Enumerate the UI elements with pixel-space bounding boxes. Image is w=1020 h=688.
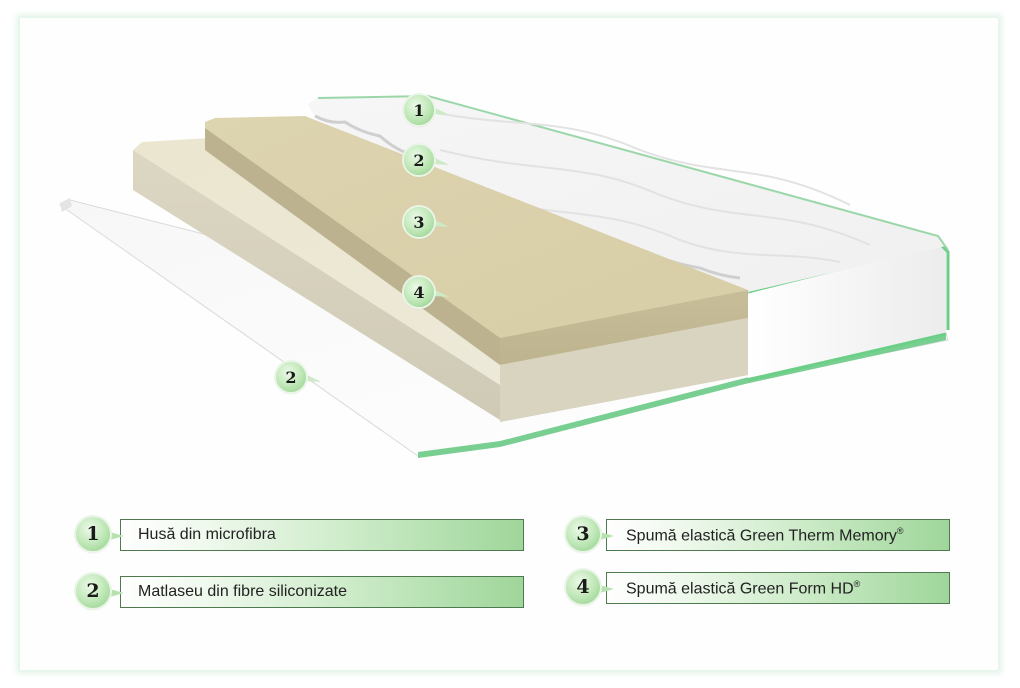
legend-bar [606, 519, 950, 551]
registered-mark: ® [896, 526, 904, 536]
legend-label: Matlaseu din fibre siliconizate [138, 583, 347, 600]
callout-badge: 3 [404, 207, 434, 237]
legend-badge: 2 [76, 574, 110, 608]
legend-item-3: 3 Spumă elastică Green Therm Memory® [566, 517, 950, 553]
legend-bar [120, 519, 524, 551]
mattress-cover-top [308, 94, 949, 292]
legend-item-2: 2 Matlaseu din fibre siliconizate [76, 574, 524, 610]
legend-label: Husă din microfibra [138, 526, 276, 543]
legend-label: Spumă elastică Green Therm Memory® [626, 526, 904, 545]
memory-foam-layer [205, 116, 748, 365]
legend-bar [120, 576, 524, 608]
registered-mark: ® [853, 579, 861, 589]
legend-badge: 4 [566, 570, 600, 604]
legend-item-1: 1 Husă din microfibra [76, 517, 524, 553]
legend-pointer [106, 588, 124, 598]
callout-badge: 2 [276, 362, 306, 392]
callout-badge: 1 [404, 95, 434, 125]
legend-badge: 3 [566, 517, 600, 551]
legend-label: Spumă elastică Green Form HD® [626, 579, 861, 598]
mattress-cover-side [747, 242, 950, 382]
legend-badge: 1 [76, 517, 110, 551]
legend-pointer [596, 584, 614, 594]
legend-pointer [106, 531, 124, 541]
legend-pointer [596, 531, 614, 541]
callout-badge: 4 [404, 277, 434, 307]
hd-foam-front [500, 318, 748, 422]
legend-item-4: 4 Spumă elastică Green Form HD® [566, 570, 950, 606]
legend-bar [606, 572, 950, 604]
callout-badge: 2 [404, 145, 434, 175]
